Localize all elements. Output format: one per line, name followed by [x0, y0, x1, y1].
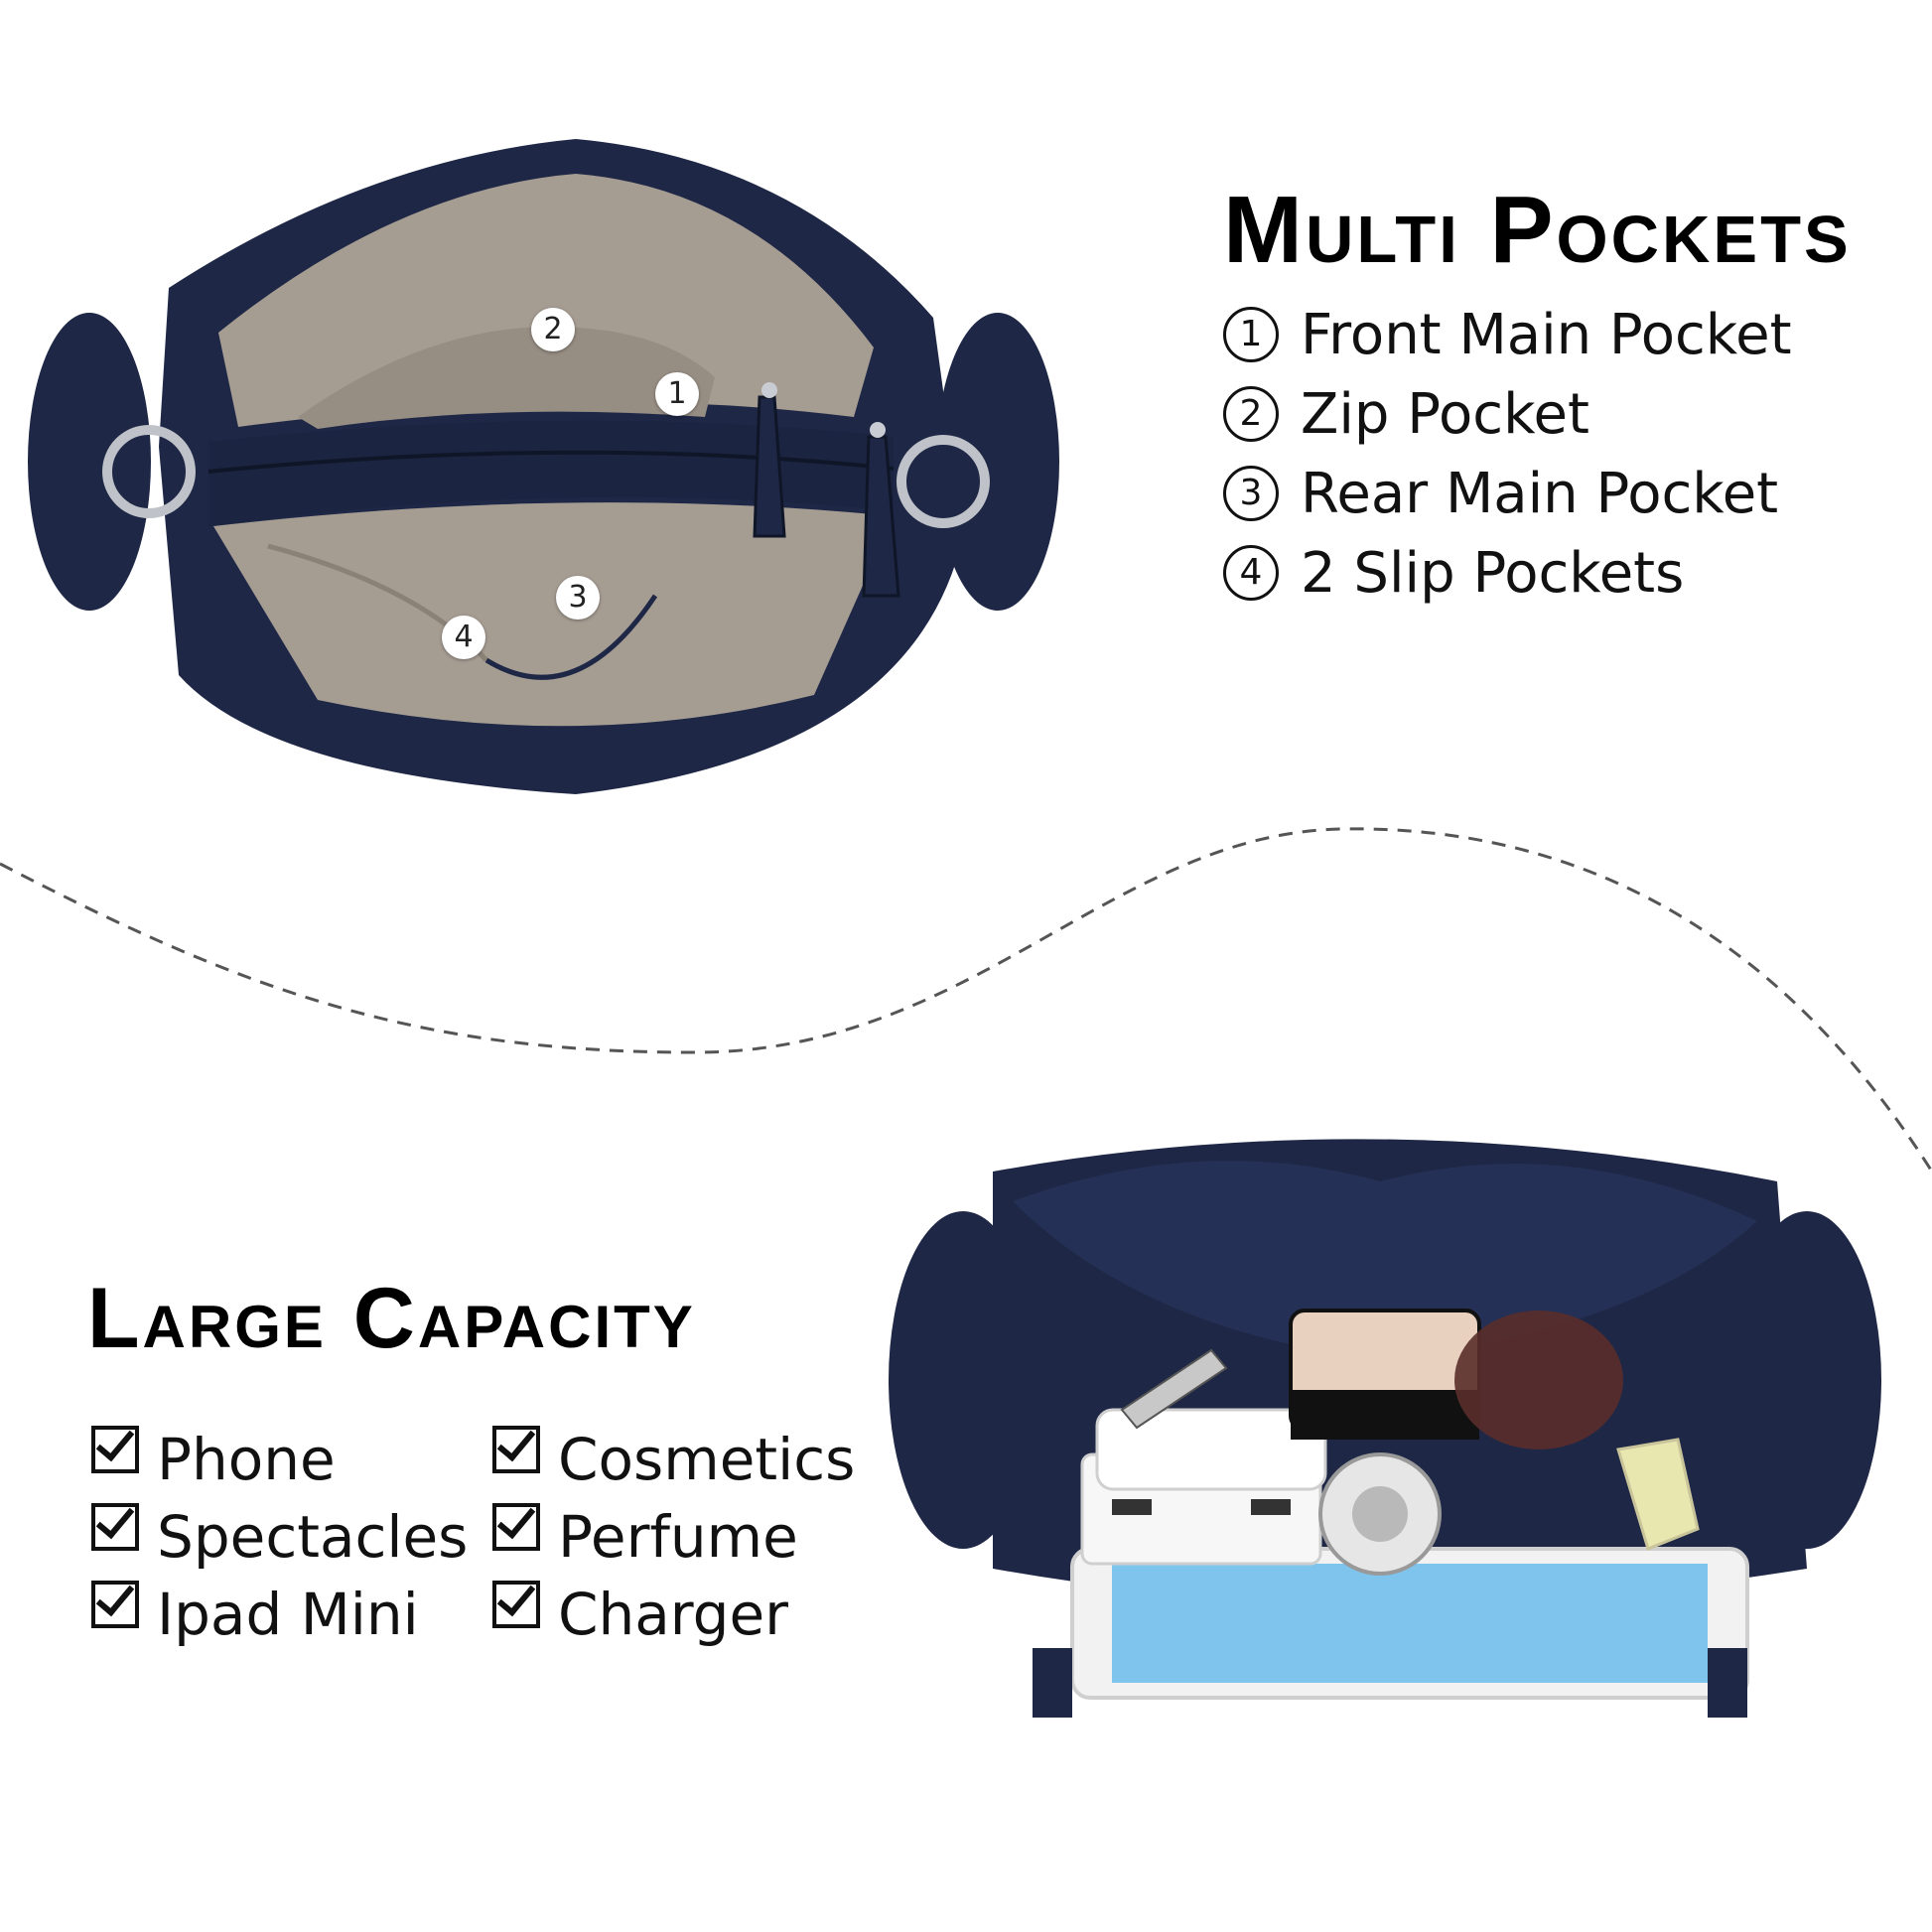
- pocket-list: 1 Front Main Pocket 2 Zip Pocket 3 Rear Mai…: [1223, 296, 1792, 614]
- pocket-label: 2 Slip Pockets: [1301, 541, 1685, 606]
- checkbox-checked-icon: [492, 1503, 540, 1551]
- circled-number-icon: 3: [1223, 466, 1279, 521]
- pocket-marker-2: 2: [531, 308, 575, 351]
- multi-pockets-title: Multi Pockets: [1223, 177, 1852, 283]
- pocket-item: 2 Zip Pocket: [1223, 375, 1792, 455]
- circled-number-icon: 1: [1223, 307, 1279, 362]
- checkbox-checked-icon: [492, 1426, 540, 1473]
- capacity-item-phone: Phone: [91, 1420, 336, 1499]
- pocket-item: 4 2 Slip Pockets: [1223, 534, 1792, 614]
- large-capacity-title: Large Capacity: [87, 1271, 696, 1366]
- checkbox-checked-icon: [91, 1581, 139, 1628]
- capacity-item-ipad-mini: Ipad Mini: [91, 1575, 419, 1654]
- pocket-label: Zip Pocket: [1301, 382, 1589, 447]
- capacity-label: Charger: [558, 1581, 788, 1648]
- pocket-marker-1: 1: [655, 372, 699, 416]
- circled-number-icon: 4: [1223, 545, 1279, 601]
- checkbox-checked-icon: [91, 1426, 139, 1473]
- capacity-label: Cosmetics: [558, 1426, 856, 1493]
- capacity-item-spectacles: Spectacles: [91, 1497, 468, 1577]
- pocket-marker-3: 3: [556, 576, 600, 620]
- capacity-item-charger: Charger: [492, 1575, 788, 1654]
- capacity-label: Phone: [157, 1426, 336, 1493]
- pocket-label: Rear Main Pocket: [1301, 462, 1779, 526]
- capacity-item-cosmetics: Cosmetics: [492, 1420, 855, 1499]
- capacity-label: Perfume: [558, 1503, 798, 1571]
- capacity-item-perfume: Perfume: [492, 1497, 798, 1577]
- pocket-item: 3 Rear Main Pocket: [1223, 455, 1792, 534]
- checkbox-checked-icon: [492, 1581, 540, 1628]
- circled-number-icon: 2: [1223, 386, 1279, 442]
- capacity-label: Ipad Mini: [157, 1581, 419, 1648]
- bag-interior-photo: 2 1 3 4: [20, 119, 1067, 814]
- pocket-marker-4: 4: [442, 616, 485, 659]
- checkbox-checked-icon: [91, 1503, 139, 1551]
- bag-contents-photo: [884, 1112, 1896, 1727]
- pocket-label: Front Main Pocket: [1301, 303, 1792, 367]
- pocket-item: 1 Front Main Pocket: [1223, 296, 1792, 375]
- capacity-label: Spectacles: [157, 1503, 469, 1571]
